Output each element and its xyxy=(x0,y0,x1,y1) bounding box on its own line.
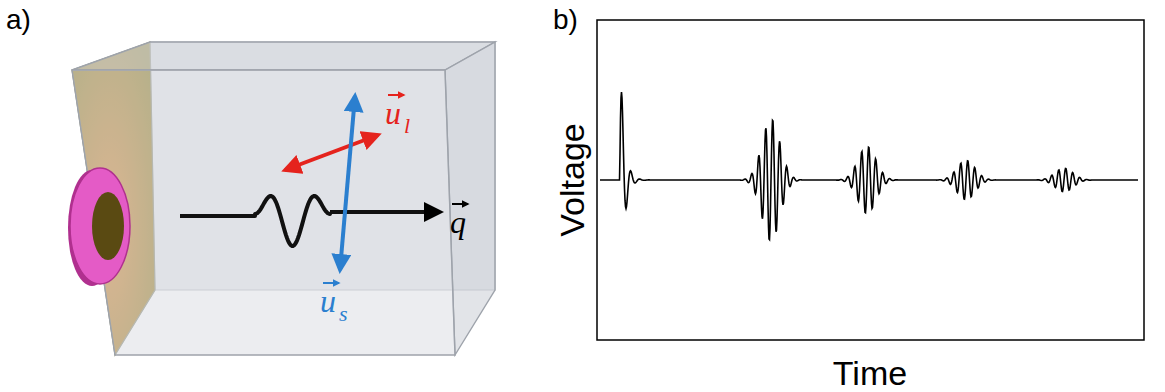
transducer-ring xyxy=(68,168,130,286)
vector-subscript: l xyxy=(404,115,410,137)
vector-symbol: u xyxy=(385,97,401,129)
shear-arrow xyxy=(340,96,355,270)
voltage-trace xyxy=(600,92,1138,240)
vector-subscript: s xyxy=(339,303,348,325)
wave-packet xyxy=(180,196,330,246)
longitudinal-arrow xyxy=(285,135,378,170)
axis-label: Time xyxy=(833,356,907,390)
panel-label: b) xyxy=(553,6,578,34)
panel-label: a) xyxy=(6,6,31,34)
sample-block xyxy=(72,42,495,355)
vector-arrow xyxy=(452,203,468,205)
plot-frame xyxy=(597,20,1144,340)
vector-symbol: u xyxy=(320,285,336,317)
vector-arrow xyxy=(388,94,404,96)
vector-arrow xyxy=(323,282,339,284)
vector-symbol: q xyxy=(450,206,466,238)
axis-label: Voltage xyxy=(555,123,589,236)
